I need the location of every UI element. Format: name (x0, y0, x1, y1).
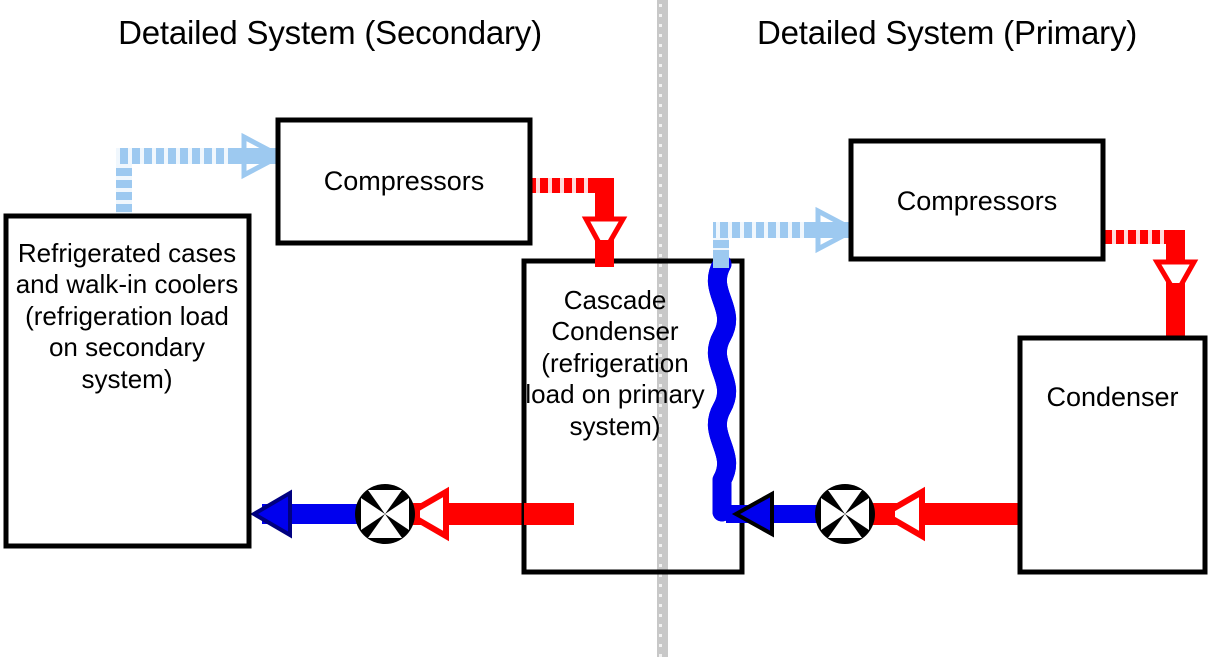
expansion-valve-primary[interactable] (815, 484, 875, 544)
arrowhead-open-triangle (250, 489, 292, 539)
box-condenser[interactable] (1017, 335, 1208, 575)
discharge-stub-into-cascade (595, 240, 614, 267)
flow-suction-secondary (116, 132, 286, 226)
arrowhead-open-triangle (1152, 259, 1199, 299)
title-secondary-system: Detailed System (Secondary) (118, 14, 542, 51)
box-cascade-condenser[interactable] (521, 258, 745, 575)
flow-liquid-primary-red (855, 486, 1030, 542)
liquid-stub-out-of-cascade (524, 503, 574, 525)
arrowhead-open-triangle (581, 216, 628, 258)
arrowhead-open-triangle (878, 486, 925, 542)
flow-discharge-primary (1103, 230, 1199, 345)
arrowhead-open-triangle (731, 490, 774, 538)
system-divider (657, 0, 668, 657)
arrowhead-open-triangle (402, 486, 449, 542)
box-compressors-secondary[interactable] (275, 117, 533, 246)
cascade-coil-overlay (524, 240, 774, 538)
expansion-valve-secondary[interactable] (355, 484, 415, 544)
title-primary-system: Detailed System (Primary) (756, 14, 1138, 51)
box-compressors-primary[interactable] (848, 138, 1106, 262)
box-refrigerated-cases[interactable] (3, 213, 252, 549)
suction-stub-from-cascade (713, 250, 729, 268)
